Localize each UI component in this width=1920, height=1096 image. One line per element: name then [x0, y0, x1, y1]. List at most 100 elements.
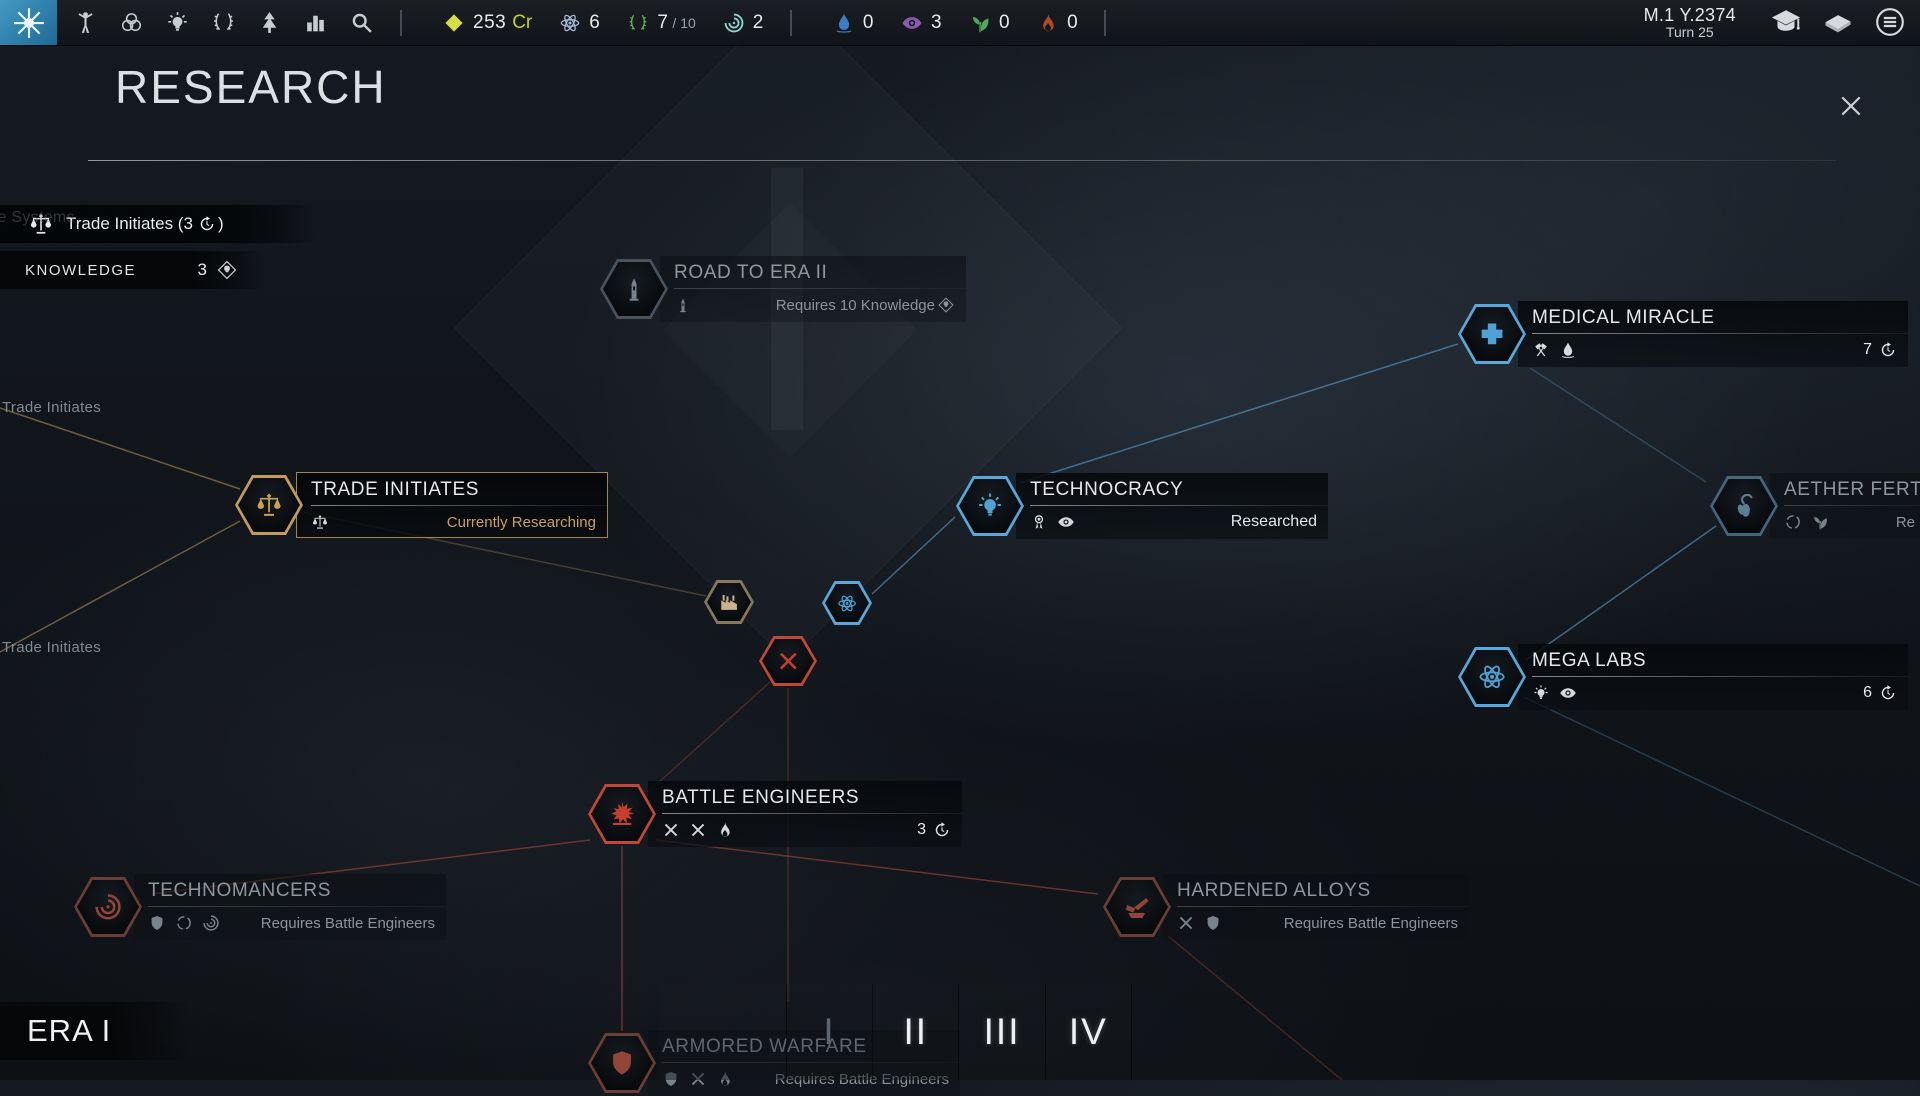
topbar-divider — [1104, 9, 1107, 36]
plus-icon — [1475, 319, 1509, 349]
eye-icon — [1559, 684, 1577, 702]
top-nav — [73, 10, 374, 35]
vortex-icon — [723, 12, 745, 34]
x-mark-icon — [1177, 914, 1195, 932]
tech-title: TECHNOCRACY — [1030, 479, 1184, 500]
figure-icon[interactable] — [73, 10, 98, 35]
tech-hex-science-node[interactable] — [822, 581, 872, 625]
header-rule — [88, 160, 1836, 161]
current-era-box: ERA I — [0, 1002, 190, 1060]
gem-icon — [443, 12, 465, 34]
lightbulb-icon[interactable] — [165, 10, 190, 35]
tech-turn-count: 6 — [1863, 684, 1872, 701]
book-icon[interactable] — [1822, 6, 1854, 38]
tech-status-text: Requires Battle Engineers — [1283, 914, 1458, 932]
menu-icon[interactable] — [1874, 6, 1906, 38]
laurel-icon — [627, 12, 649, 34]
x-mark-icon — [689, 821, 707, 839]
knowledge-bar: KNOWLEDGE 3 — [0, 251, 264, 289]
resource-atom: 6 — [559, 12, 600, 34]
tech-hex-technocracy[interactable] — [956, 476, 1024, 536]
era-tab-IV[interactable]: IV — [1046, 984, 1132, 1080]
resource-value: 7 — [657, 11, 669, 33]
tech-hex-hardened-alloys[interactable] — [1103, 877, 1171, 937]
resource-value: 3 — [930, 11, 943, 33]
leaf-icon — [969, 12, 991, 34]
obelisk-icon — [674, 296, 692, 314]
knowledge-gem-icon — [216, 259, 238, 281]
tech-turn-count: 3 — [917, 821, 926, 838]
tech-hex-road-to-era-ii[interactable] — [600, 259, 668, 319]
tech-hex-armored-warfare[interactable] — [588, 1033, 656, 1093]
tech-plate-aether-fertilizer[interactable]: AETHER FERTILIZERe — [1770, 473, 1920, 539]
tech-title: MEGA LABS — [1532, 650, 1647, 671]
tech-hex-industry-node[interactable] — [704, 580, 754, 624]
page-title: RESEARCH — [115, 61, 387, 113]
tech-title: AETHER FERTILIZE — [1784, 479, 1920, 500]
knowledge-gem-icon — [937, 296, 955, 314]
flame-icon — [1037, 12, 1059, 34]
eye-icon — [901, 12, 923, 34]
swan-icon — [1727, 491, 1761, 521]
topbar-divider — [400, 9, 402, 36]
tech-plate-hardened-alloys[interactable]: HARDENED ALLOYS Requires Battle Engineers — [1163, 874, 1469, 940]
x-mark-icon — [662, 821, 680, 839]
knowledge-label: KNOWLEDGE — [25, 261, 137, 279]
tech-status-text: Requires 10 Knowledge — [775, 296, 935, 314]
scales-icon — [252, 490, 286, 520]
resource-droplet: 0 — [833, 12, 874, 34]
current-era-label: ERA I — [27, 1013, 112, 1048]
tech-status-text: Requires Battle Engineers — [260, 914, 435, 932]
resource-value: 0 — [1067, 11, 1079, 33]
resource-flame: 0 — [1037, 12, 1078, 34]
circle-dashed-icon — [1784, 513, 1802, 531]
search-icon[interactable] — [349, 10, 374, 35]
tech-plate-mega-labs[interactable]: MEGA LABS 6 — [1518, 644, 1908, 710]
triquetra-icon[interactable] — [119, 10, 144, 35]
era-tab-I[interactable]: I — [787, 984, 874, 1080]
tech-hex-technomancers[interactable] — [74, 877, 142, 937]
tech-hex-medical-miracle[interactable] — [1458, 304, 1526, 364]
spire-icon[interactable] — [257, 10, 282, 35]
tech-title: TECHNOMANCERS — [148, 880, 332, 901]
queue-label: Trade Initiates (3 — [66, 214, 193, 233]
snowflake-compass-icon — [12, 6, 46, 40]
tech-plate-technomancers[interactable]: TECHNOMANCERS Requires Battle Engineers — [134, 874, 446, 940]
graduation-cap-icon[interactable] — [1770, 6, 1802, 38]
atom-icon — [835, 593, 859, 614]
laurel-icon[interactable] — [211, 10, 236, 35]
era-tab-II[interactable]: II — [873, 984, 960, 1080]
tech-hex-combat-node[interactable] — [759, 636, 817, 686]
tech-hex-trade-initiates[interactable] — [235, 475, 303, 535]
tech-hex-battle-engineers[interactable] — [588, 784, 656, 844]
research-queue-bar[interactable]: Trade Initiates (3 ) — [0, 205, 316, 243]
tech-status-text: Currently Researching — [446, 513, 596, 531]
resource-unit: Cr — [512, 11, 533, 33]
bar-chart-icon[interactable] — [303, 10, 328, 35]
factory-icon — [717, 592, 741, 613]
lightbulb-icon — [973, 491, 1007, 521]
close-button[interactable] — [1838, 93, 1864, 119]
era-tab-III[interactable]: III — [959, 984, 1046, 1080]
turn-counter: Turn 25 — [1665, 23, 1714, 40]
turns-icon — [198, 215, 216, 233]
tech-title: HARDENED ALLOYS — [1177, 880, 1371, 901]
lightbulb-icon — [1532, 684, 1550, 702]
droplet-icon — [833, 12, 855, 34]
tech-hex-aether-fertilizer[interactable] — [1710, 476, 1778, 536]
vortex-icon — [202, 914, 220, 932]
hammers-icon — [1532, 341, 1550, 359]
era-tab-spacer — [659, 984, 787, 1080]
shield-icon — [148, 914, 166, 932]
tech-hex-mega-labs[interactable] — [1458, 647, 1526, 707]
atom-icon — [559, 12, 581, 34]
resource-value: 253 — [473, 11, 507, 33]
